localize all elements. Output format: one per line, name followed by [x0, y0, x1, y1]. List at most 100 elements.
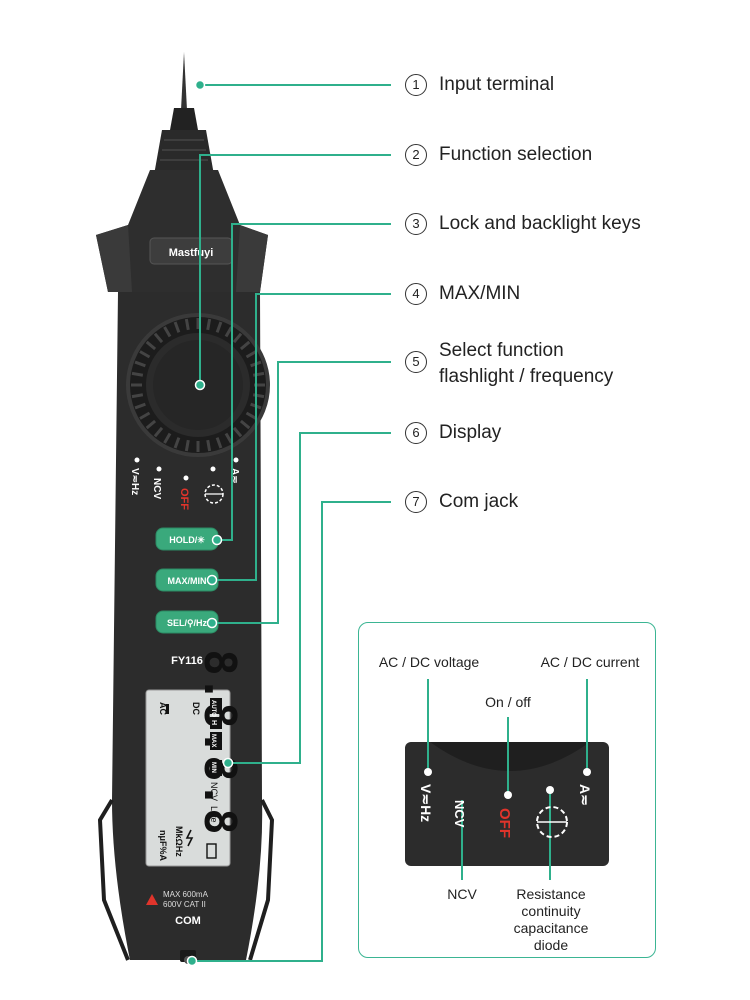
inset-mark-ncv: NCV: [452, 800, 467, 828]
leader-dot-2: [194, 379, 206, 391]
dial-tooth: [131, 371, 144, 377]
callout-label: Select function flashlight / frequency: [439, 340, 614, 387]
dial-tooth: [252, 371, 265, 377]
callout-function-selection: 2 Function selection: [405, 142, 592, 168]
callout-number: 6: [405, 422, 427, 444]
model-name: FY116: [171, 655, 203, 667]
callout-label: Com jack: [439, 491, 519, 512]
callout-number: 2: [405, 144, 427, 166]
lcd-ncv: NCV: [209, 782, 219, 801]
dial-tooth: [173, 437, 181, 449]
lcd-max: MAX: [210, 734, 216, 747]
dial-mark-volt: V≂Hz: [129, 468, 140, 495]
brand-name: Mastfuyi: [169, 247, 214, 259]
dial-tooth: [232, 332, 243, 344]
inset-mark-volt: V≂Hz: [418, 784, 434, 822]
dial-tooth: [145, 419, 157, 430]
dial-tooth: [215, 321, 223, 333]
right-wing: [236, 225, 268, 292]
leader-line-6: [228, 432, 391, 764]
dial-tooth: [206, 439, 212, 452]
dial-tooth: [239, 419, 251, 430]
inset-label-onoff: On / off: [485, 694, 531, 710]
callout-com-jack: 7 Com jack: [405, 489, 518, 515]
lcd-units: MkΩHz: [174, 826, 184, 857]
dial-tooth: [134, 360, 146, 368]
lcd-battery-icon: [206, 843, 217, 859]
inset-resistance-icon: [536, 806, 568, 838]
leader-line-5: [212, 361, 391, 624]
inset-label-acdc-voltage: AC / DC voltage: [378, 654, 480, 670]
dial-tooth: [245, 350, 257, 359]
callout-number: 5: [405, 351, 427, 373]
inset-mark-amp: A≂: [577, 784, 593, 806]
dial-mark-ncv: NCV: [151, 478, 162, 499]
dial-tooth: [163, 432, 172, 444]
callout-number: 4: [405, 283, 427, 305]
callout-label: MAX/MIN: [439, 283, 521, 304]
callout-label: Input terminal: [439, 74, 555, 95]
dial-tooth: [153, 426, 164, 438]
lcd-dc: DC: [191, 702, 201, 715]
leader-line-4: [212, 293, 391, 581]
callout-lock-backlight: 3 Lock and backlight keys: [405, 211, 641, 237]
lcd-display: 8.8.8.8 AC DC AUTO H MAX MIN NCV Live Mk…: [145, 649, 245, 867]
leader-line-3: [217, 223, 391, 541]
lcd-min: MIN: [210, 762, 216, 773]
dial-tooth: [245, 411, 257, 420]
callout-select-function: 5 Select function flashlight / frequency: [405, 338, 613, 390]
lcd-h: H: [210, 720, 217, 725]
callout-number: 7: [405, 491, 427, 513]
leader-line-7: [192, 501, 391, 962]
inset-dial-arc: [430, 742, 590, 771]
leader-dot-7: [186, 955, 198, 967]
callout-label: Display: [439, 422, 502, 443]
dial-tooth: [139, 411, 151, 420]
com-label: COM: [175, 915, 201, 927]
dial-mark-off: OFF: [178, 488, 190, 510]
dial-mark-resistance-icon: [204, 484, 224, 504]
dial-tooth: [252, 393, 265, 399]
dial-tooth: [232, 426, 243, 438]
left-wing: [96, 225, 132, 292]
hold-button-label: HOLD/✳: [169, 535, 205, 545]
dial-tooth: [184, 439, 190, 452]
callout-display: 6 Display: [405, 420, 501, 446]
dial-marks: V≂Hz NCV OFF A≂: [129, 457, 240, 510]
dial-tooth: [163, 326, 172, 338]
dial-tooth: [153, 332, 164, 344]
probe-collar: [170, 108, 198, 130]
callout-maxmin: 4 MAX/MIN: [405, 281, 520, 307]
dial-tooth: [184, 318, 190, 331]
callout-input-terminal: 1 Input terminal: [405, 72, 554, 98]
callout-number: 1: [405, 74, 427, 96]
leader-dot-3: [211, 534, 223, 546]
dial-mark-amp: A≂: [229, 468, 240, 484]
inset-label-ncv: NCV: [447, 886, 477, 902]
lcd-live: Live: [209, 806, 219, 823]
leader-dot-5: [206, 617, 218, 629]
inset-label-resistance: Resistance continuity capacitance diode: [513, 886, 589, 953]
lcd-bolt-icon: [185, 829, 194, 847]
dial-tooth: [239, 340, 251, 351]
warning-icon: [146, 894, 158, 905]
dial-detail-inset: [358, 622, 656, 958]
lcd-auto: AUTO: [210, 700, 216, 717]
lcd-units2: nμF%A: [158, 830, 168, 862]
dial-tooth: [139, 350, 151, 359]
dial-tooth: [206, 318, 212, 331]
maxmin-button-label: MAX/MIN: [168, 576, 207, 586]
inset-mark-off: OFF: [496, 808, 513, 838]
leader-dot-4: [206, 574, 218, 586]
leader-dot-6: [222, 757, 234, 769]
dial-tooth: [215, 437, 223, 449]
lcd-auto-badge: [210, 698, 222, 714]
leader-dot-1: [194, 79, 206, 91]
inset-label-acdc-current: AC / DC current: [540, 654, 640, 670]
dial-tooth: [131, 393, 144, 399]
